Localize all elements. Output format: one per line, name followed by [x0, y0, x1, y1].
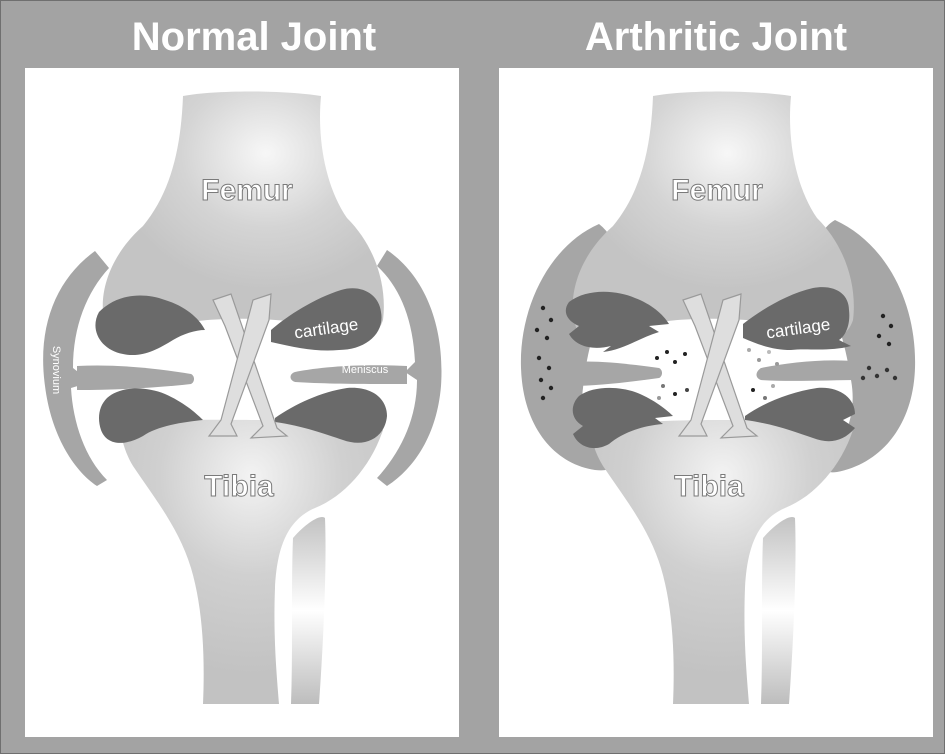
normal-joint-illustration: Femur Tibia cartilage Meniscus Synovium — [25, 68, 459, 737]
normal-joint-title: Normal Joint — [25, 11, 483, 63]
meniscus-left — [77, 365, 194, 390]
femur-label: Femur — [201, 174, 293, 207]
femur-label: Femur — [671, 174, 763, 207]
arthritic-joint-title: Arthritic Joint — [487, 11, 945, 63]
tibia-label: Tibia — [674, 470, 744, 503]
meniscus-left-degraded — [569, 361, 662, 386]
meniscus-label: Meniscus — [342, 364, 389, 376]
synovium-label: Synovium — [50, 346, 62, 394]
fibula-bone — [761, 517, 796, 704]
tibia-bone — [591, 420, 853, 704]
tibia-label: Tibia — [204, 470, 274, 503]
arthritic-joint-panel: Femur Tibia cartilage — [499, 68, 933, 737]
fibula-bone — [291, 517, 326, 704]
arthritic-joint-illustration: Femur Tibia cartilage — [499, 68, 933, 737]
tibia-bone — [120, 420, 383, 704]
meniscus-right-degraded — [757, 360, 864, 380]
normal-joint-panel: Femur Tibia cartilage Meniscus Synovium — [25, 68, 459, 737]
